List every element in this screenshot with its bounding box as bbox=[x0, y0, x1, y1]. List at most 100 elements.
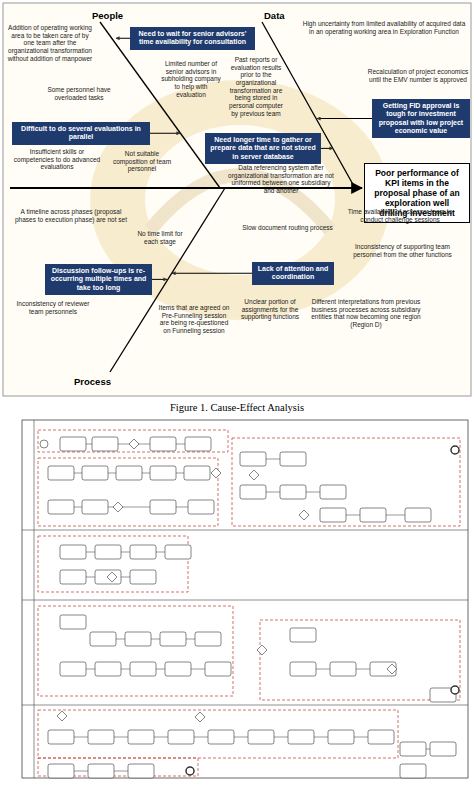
task-box bbox=[360, 508, 386, 522]
sequence-flow bbox=[316, 669, 330, 670]
sequence-flow bbox=[346, 515, 360, 516]
task-box bbox=[130, 545, 156, 559]
task-box bbox=[165, 545, 191, 559]
box-text: Need to wait for senior advisors' time a… bbox=[134, 30, 251, 47]
task-box bbox=[160, 632, 186, 646]
dashed-group bbox=[38, 458, 218, 526]
gateway bbox=[211, 468, 221, 478]
box-text: Need longer time to gather or prepare da… bbox=[209, 136, 317, 161]
sequence-flow bbox=[86, 577, 95, 578]
sequence-flow bbox=[151, 639, 160, 640]
box-text: Difficult to do several evaluations in p… bbox=[16, 125, 146, 142]
sequence-flow bbox=[186, 639, 195, 640]
box-text: Getting FID approval is tough for invest… bbox=[376, 102, 466, 135]
sequence-flow bbox=[116, 639, 125, 640]
task-box bbox=[240, 485, 266, 499]
cause-label: Different interpretations from previous … bbox=[310, 298, 422, 329]
task-box bbox=[405, 508, 431, 522]
task-box bbox=[168, 730, 194, 744]
sequence-flow bbox=[234, 737, 248, 738]
task-box bbox=[88, 730, 114, 744]
sequence-flow bbox=[74, 737, 88, 738]
sequence-flow bbox=[156, 552, 165, 553]
figure-caption: Figure 1. Cause-Effect Analysis bbox=[0, 402, 474, 413]
task-box bbox=[125, 632, 151, 646]
lane-divider bbox=[22, 530, 468, 531]
sequence-flow bbox=[274, 737, 288, 738]
sequence-flow bbox=[426, 749, 430, 750]
cause-label: Data referencing system after organizati… bbox=[227, 164, 335, 195]
task-box bbox=[368, 730, 394, 744]
process-model bbox=[22, 420, 468, 778]
sequence-flow bbox=[121, 552, 130, 553]
sequence-flow bbox=[156, 669, 165, 670]
sequence-flow bbox=[266, 492, 280, 493]
category-label: Data bbox=[264, 10, 304, 21]
cause-arrow bbox=[321, 148, 333, 149]
sequence-flow bbox=[121, 669, 130, 670]
task-box bbox=[88, 764, 114, 778]
dashed-group bbox=[260, 620, 460, 700]
task-box bbox=[240, 452, 266, 466]
sequence-flow bbox=[108, 473, 116, 474]
cause-box: Difficult to do several evaluations in p… bbox=[12, 122, 150, 145]
cause-label: Inconsistency of supporting team personn… bbox=[340, 243, 465, 258]
task-box bbox=[150, 466, 176, 480]
task-box bbox=[48, 500, 74, 514]
task-box bbox=[195, 632, 221, 646]
dashed-group bbox=[38, 430, 228, 452]
task-box bbox=[82, 466, 108, 480]
gateway bbox=[107, 572, 117, 582]
cause-label: Not suitable composition of team personn… bbox=[110, 150, 174, 173]
sequence-flow bbox=[194, 737, 208, 738]
sequence-flow bbox=[86, 669, 95, 670]
cause-box: Need longer time to gather or prepare da… bbox=[205, 133, 321, 164]
sequence-flow bbox=[74, 771, 88, 772]
task-box bbox=[130, 662, 156, 676]
task-box bbox=[400, 764, 426, 778]
sequence-flow bbox=[154, 737, 168, 738]
task-box bbox=[188, 500, 214, 514]
pool bbox=[22, 420, 468, 778]
task-box bbox=[48, 764, 74, 778]
event-circle bbox=[186, 767, 194, 775]
task-box bbox=[48, 466, 74, 480]
task-box bbox=[208, 730, 234, 744]
task-box bbox=[60, 437, 86, 451]
dashed-group bbox=[38, 536, 188, 592]
dashed-group bbox=[38, 710, 398, 758]
cause-label: Limited number of senior advisors in sub… bbox=[160, 60, 222, 98]
cause-label: Items that are agreed on Pre-Funneling s… bbox=[158, 304, 230, 335]
task-box bbox=[165, 662, 191, 676]
task-box bbox=[95, 545, 121, 559]
sequence-flow bbox=[306, 492, 320, 493]
cause-box: Getting FID approval is tough for invest… bbox=[372, 99, 470, 138]
sequence-flow bbox=[356, 669, 370, 670]
cause-label: Some personnel have overloaded tasks bbox=[40, 86, 118, 101]
sequence-flow bbox=[314, 737, 328, 738]
lane-divider bbox=[22, 600, 468, 601]
task-box bbox=[248, 730, 274, 744]
sequence-flow bbox=[86, 552, 95, 553]
sequence-flow bbox=[86, 444, 92, 445]
task-box bbox=[400, 742, 426, 756]
sequence-flow bbox=[176, 444, 185, 445]
cause-label: No time limit for each stage bbox=[134, 230, 186, 245]
cause-arrow bbox=[150, 133, 180, 134]
task-box bbox=[150, 437, 176, 451]
task-box bbox=[150, 500, 176, 514]
task-box bbox=[60, 570, 86, 584]
task-box bbox=[280, 485, 306, 499]
sequence-flow bbox=[114, 737, 128, 738]
sequence-flow bbox=[74, 473, 82, 474]
cause-box: Discussion follow-ups is re-occurring mu… bbox=[45, 264, 152, 295]
sequence-flow bbox=[121, 577, 130, 578]
task-box bbox=[184, 466, 210, 480]
box-text: Lack of attention and coordination bbox=[256, 265, 330, 282]
cause-label: High uncertainty from limited availabili… bbox=[300, 20, 468, 35]
gateway bbox=[299, 510, 309, 520]
figure-frame bbox=[3, 3, 471, 396]
task-box bbox=[330, 662, 356, 676]
gateway bbox=[113, 502, 123, 512]
task-box bbox=[328, 730, 354, 744]
